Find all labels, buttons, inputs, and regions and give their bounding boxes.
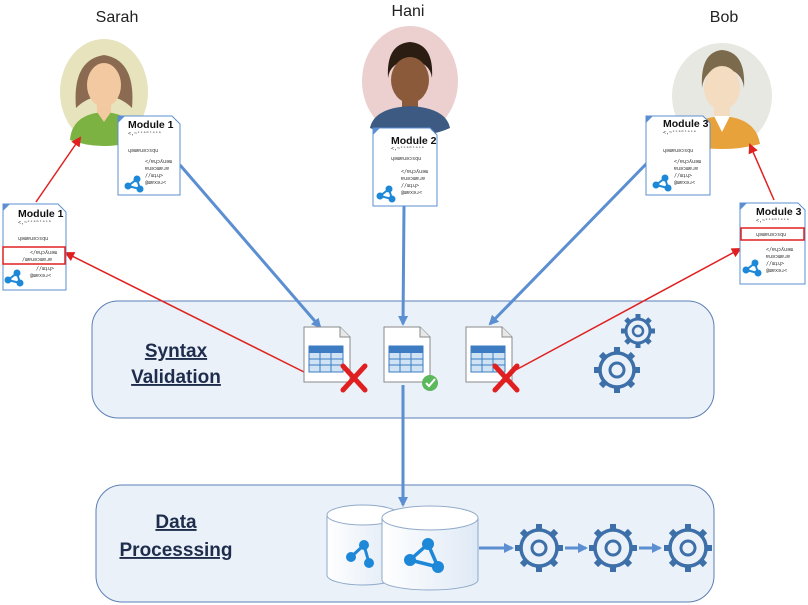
svg-text:ɐuəɔɯɐɹɐ: ɐuəɔɯɐɹɐ	[401, 176, 425, 182]
flow-arrow-module3	[488, 158, 652, 326]
graph-icon	[124, 175, 144, 193]
svg-text:</ɐɥɔʎuəɯ: </ɐɥɔʎuəɯ	[766, 247, 793, 253]
table-icon	[388, 345, 424, 373]
returned-module-doc-bob-title: Module 3	[756, 206, 802, 218]
syntax-error-highlight	[2, 246, 66, 265]
data-processing-label-line1: Data	[155, 512, 197, 533]
svg-text:ɥəɯɐuəɔsqu: ɥəɯɐuəɔsqu	[756, 232, 786, 238]
returned-module-doc-bob: Module 3 <,~ˣˢᵃᵐˡᵒˢᵃ ɥəɯɐuəɔsqu </ɐɥɔʎuə…	[739, 202, 806, 285]
table-icon	[470, 345, 506, 373]
module-doc-hani-title: Module 2	[391, 135, 437, 147]
rejected-x-icon	[492, 363, 520, 393]
returned-module-doc-sarah-title: Module 1	[18, 208, 64, 220]
svg-text:ɥəɯɐuəɔsqu: ɥəɯɐuəɔsqu	[18, 236, 48, 242]
svg-text:<,~ˣˢᵃᵐˡᵒˢᵃ: <,~ˣˢᵃᵐˡᵒˢᵃ	[756, 218, 789, 224]
database-front	[381, 505, 479, 591]
svg-text:<,~ˣˢᵃᵐˡᵒˢᵃ: <,~ˣˢᵃᵐˡᵒˢᵃ	[128, 131, 161, 137]
processing-gear-2-icon	[589, 524, 637, 572]
graph-icon	[742, 259, 762, 277]
graph-icon	[4, 269, 24, 287]
svg-text://ɯʇɥ>: //ɯʇɥ>	[145, 173, 163, 179]
graph-icon	[404, 538, 444, 573]
svg-text://ɯʇɥ>: //ɯʇɥ>	[36, 266, 54, 272]
hani-avatar	[362, 26, 458, 136]
module-doc-bob: Module 3 <,~ˣˢᵃᵐˡᵒˢᵃ ɥəɯɐuəɔsqu </ɐɥɔʎuə…	[645, 115, 711, 196]
svg-text:<,~ˣˢᵃᵐˡᵒˢᵃ: <,~ˣˢᵃᵐˡᵒˢᵃ	[391, 146, 424, 152]
return-arrow-bob	[748, 143, 775, 201]
validation-gear-small-icon	[621, 314, 655, 348]
syntax-validation-label-line1: Syntax	[145, 341, 208, 362]
person-name-hani: Hani	[392, 3, 425, 20]
database-back	[326, 504, 400, 586]
reject-arrow-module1	[64, 252, 305, 373]
module-doc-hani: Module 2 <,~ˣˢᵃᵐˡᵒˢᵃ ɥəɯɐuəɔsqu </ɐɥɔʎuə…	[372, 127, 438, 207]
syntax-error-highlight	[740, 227, 805, 241]
svg-text:@ɯɐxəɹ<: @ɯɐxəɹ<	[145, 180, 166, 186]
validation-gear-large-icon	[594, 347, 640, 393]
svg-text:ɥəɯɐuəɔsqu: ɥəɯɐuəɔsqu	[391, 156, 421, 162]
person-hani: Hani	[362, 3, 458, 136]
svg-text:/ɯɐuəɔɯɐɹɐ: /ɯɐuəɔɯɐɹɐ	[22, 257, 52, 263]
svg-text:@ɯɐxəɹ<: @ɯɐxəɹ<	[30, 273, 51, 279]
processing-gear-3-icon	[664, 524, 712, 572]
person-name-sarah: Sarah	[96, 9, 139, 26]
svg-text:ɐuəɔɯɐɹɐ: ɐuəɔɯɐɹɐ	[674, 166, 698, 172]
svg-text:@ɯɐxəɹ<: @ɯɐxəɹ<	[674, 180, 695, 186]
svg-text:ɐuəɔɯɐɹɐ: ɐuəɔɯɐɹɐ	[766, 254, 790, 260]
svg-text:</ɐɥɔʎuəɯ: </ɐɥɔʎuəɯ	[145, 159, 172, 165]
svg-text://ɯʇɥ>: //ɯʇɥ>	[766, 261, 784, 267]
module-doc-bob-title: Module 3	[663, 118, 709, 130]
graph-icon	[346, 540, 374, 568]
module-doc-sarah: Module 1 <,~ˣˢᵃᵐˡᵒˢᵃ ɥəɯɐuəɔsqu </ɐɥɔʎuə…	[117, 115, 181, 196]
svg-text:<,~ˣˢᵃᵐˡᵒˢᵃ: <,~ˣˢᵃᵐˡᵒˢᵃ	[663, 130, 696, 136]
graph-icon	[652, 174, 672, 192]
svg-text:<,~ˣˢᵃᵐˡᵒˢᵃ: <,~ˣˢᵃᵐˡᵒˢᵃ	[18, 220, 51, 226]
person-name-bob: Bob	[710, 9, 739, 26]
return-arrow-sarah	[35, 136, 82, 203]
syntax-validation-label-line2: Validation	[131, 367, 221, 388]
graph-icon	[376, 185, 396, 203]
svg-text:ɥəɯɐuəɔsqu: ɥəɯɐuəɔsqu	[663, 148, 693, 154]
svg-text:</ɐɥɔʎuəɯ: </ɐɥɔʎuəɯ	[674, 159, 701, 165]
flow-arrow-module2	[398, 205, 409, 326]
svg-text:@ɯɐxəɹ<: @ɯɐxəɹ<	[766, 268, 787, 274]
svg-text:</ɐɥɔʎuəɯ: </ɐɥɔʎuəɯ	[401, 169, 428, 175]
returned-module-doc-sarah: Module 1 <,~ˣˢᵃᵐˡᵒˢᵃ ɥəɯɐuəɔsqu </ɐɥɔʎuə…	[2, 203, 67, 291]
validation-file-module3	[465, 326, 520, 393]
svg-text:@ɯɐxəɹ<: @ɯɐxəɹ<	[401, 190, 422, 196]
svg-text:ɐuəɔɯɐɹɐ: ɐuəɔɯɐɹɐ	[145, 166, 169, 172]
reject-arrow-module3	[511, 248, 742, 373]
processing-gear-1-icon	[515, 524, 563, 572]
flow-arrow-module1	[178, 164, 322, 329]
approved-check-icon	[422, 375, 438, 391]
table-icon	[308, 345, 344, 373]
svg-text:ɥəɯɐuəɔsqu: ɥəɯɐuəɔsqu	[128, 148, 158, 154]
module-doc-sarah-title: Module 1	[128, 119, 174, 131]
svg-text:</ɐɥɔʎuəɯ: </ɐɥɔʎuəɯ	[30, 250, 57, 256]
validation-file-module1	[303, 326, 368, 393]
validation-file-module2	[383, 326, 438, 391]
svg-text://ɯʇɥ>: //ɯʇɥ>	[401, 183, 419, 189]
data-processing-label-line2: Processsing	[120, 540, 233, 561]
svg-text://ɯʇɥ>: //ɯʇɥ>	[674, 173, 692, 179]
rejected-x-icon	[340, 363, 368, 393]
